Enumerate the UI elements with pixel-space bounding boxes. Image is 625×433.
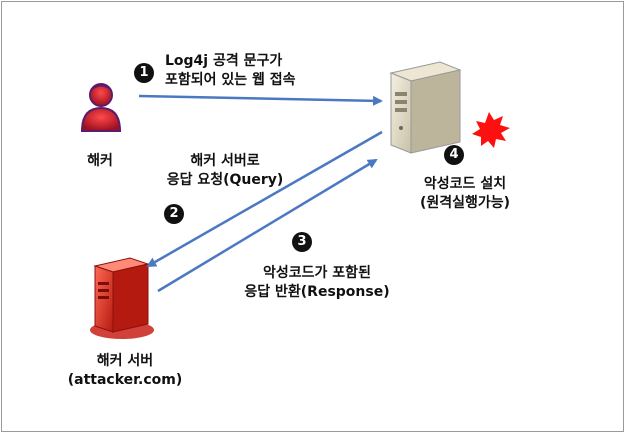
step-1-line1: Log4j 공격 문구가 [165, 53, 283, 69]
hacker-server-label-line1: 해커 서버 [96, 353, 154, 369]
step-3-line2: 응답 반환(Response) [244, 284, 390, 300]
burst-icon [472, 112, 510, 148]
step-3-line1: 악성코드가 포함된 [263, 265, 371, 281]
hacker-icon [80, 83, 122, 132]
step-4-badge: 4 [444, 145, 464, 165]
step-2-badge: 2 [164, 204, 184, 224]
step-1-text: Log4j 공격 문구가 포함되어 있는 웹 접속 [165, 52, 296, 90]
step-1-line2: 포함되어 있는 웹 접속 [165, 72, 296, 88]
target-server-icon [389, 61, 462, 154]
hacker-server-label-line2: (attacker.com) [67, 372, 183, 388]
target-server-label: 악성코드 설치 (원격실행가능) [395, 175, 535, 213]
step-2-line1: 해커 서버로 [190, 153, 260, 169]
arrow-step-2 [146, 130, 383, 268]
step-3-text: 악성코드가 포함된 응답 반환(Response) [232, 264, 402, 302]
hacker-label: 해커 [87, 153, 113, 169]
arrow-step-1 [138, 94, 383, 106]
step-2-text: 해커 서버로 응답 요청(Query) [150, 152, 300, 190]
arrow-step-3 [157, 158, 378, 293]
hacker-server-icon [90, 257, 154, 339]
step-2-line2: 응답 요청(Query) [166, 172, 284, 188]
step-1-badge: 1 [134, 63, 154, 83]
step-3-badge: 3 [292, 232, 312, 252]
target-server-label-line1: 악성코드 설치 [423, 176, 507, 192]
hacker-server-label: 해커 서버 (attacker.com) [60, 352, 190, 390]
target-server-label-line2: (원격실행가능) [419, 195, 511, 211]
